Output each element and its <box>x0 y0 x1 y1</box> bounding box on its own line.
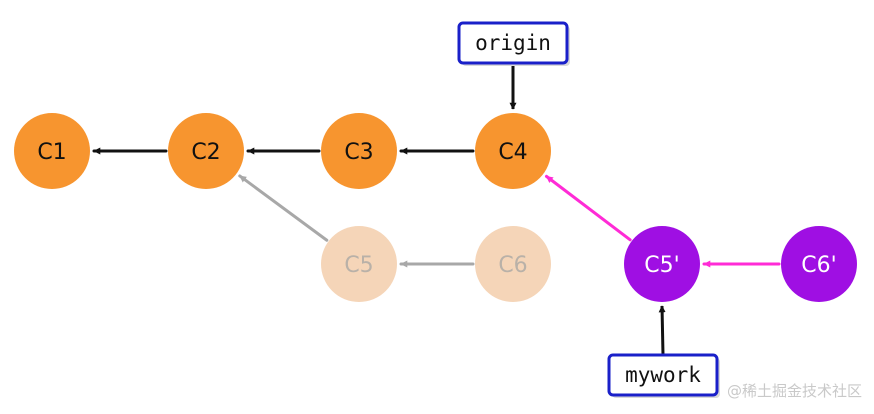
commit-circle <box>168 113 244 189</box>
edge-c5-to-c2 <box>238 174 329 242</box>
commit-circle <box>321 113 397 189</box>
commit-node-c6: C6 <box>475 226 551 302</box>
commit-circle <box>14 113 90 189</box>
branch-refs: origin mywork <box>457 21 720 398</box>
ref-mywork: mywork <box>607 305 720 398</box>
edge-c5p-to-c4 <box>544 174 632 242</box>
commit-label: C1 <box>37 140 66 165</box>
commit-circle <box>321 226 397 302</box>
commit-label: C2 <box>191 140 220 165</box>
commit-label: C4 <box>498 140 527 165</box>
commit-node-c6p: C6' <box>781 226 857 302</box>
commit-node-c5p: C5' <box>624 226 700 302</box>
commit-circle <box>475 113 551 189</box>
ref-origin: origin <box>457 21 570 110</box>
ref-box <box>607 353 719 397</box>
ref-box <box>457 21 569 65</box>
commit-label: C3 <box>344 140 373 165</box>
commit-node-c4: C4 <box>475 113 551 189</box>
commit-node-c3: C3 <box>321 113 397 189</box>
ref-pointer-arrow <box>658 305 666 356</box>
ref-label: origin <box>475 31 551 55</box>
commit-label: C6' <box>801 253 836 278</box>
watermark-text: @稀土掘金技术社区 <box>727 382 862 400</box>
commit-label: C6 <box>498 253 527 278</box>
commit-node-c2: C2 <box>168 113 244 189</box>
commit-circle <box>475 226 551 302</box>
commit-circle <box>781 226 857 302</box>
ref-label: mywork <box>625 363 701 387</box>
commit-circle <box>624 226 700 302</box>
commit-edges <box>92 147 781 268</box>
commit-node-c1: C1 <box>14 113 90 189</box>
commit-label: C5' <box>644 253 679 278</box>
commit-node-c5: C5 <box>321 226 397 302</box>
commit-label: C5 <box>344 253 373 278</box>
